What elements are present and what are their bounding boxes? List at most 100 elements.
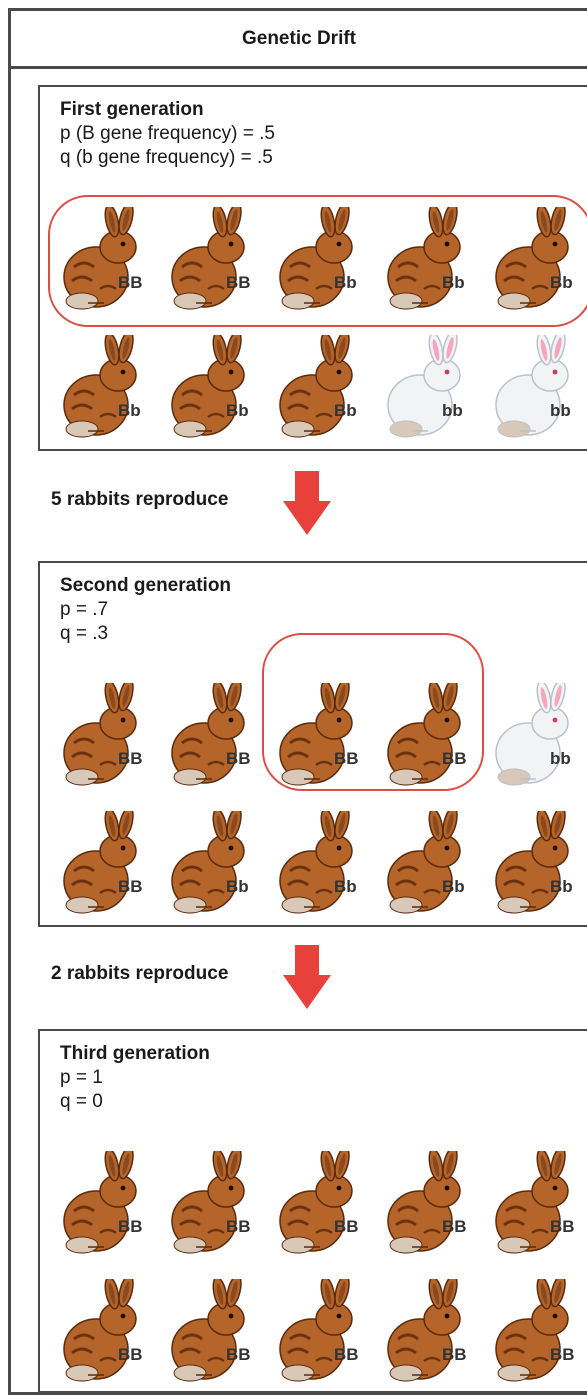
rabbit-icon [495,1151,569,1254]
genotype-label: Bb [442,877,465,896]
brown-rabbit: BB [384,1279,484,1389]
second-generation-panel: Second generation p = .7 q = .3 BB BB [38,561,587,927]
genotype-label: BB [118,877,143,896]
rabbit-icon [279,207,353,310]
third-generation-panel: Third generation p = 1 q = 0 BB BB [38,1029,587,1393]
rabbit-icon [171,335,245,438]
brown-rabbit: BB [168,1279,268,1389]
step-label: 5 rabbits reproduce [51,489,229,510]
rabbit-icon [171,811,245,914]
rabbit-icon [63,207,137,310]
genotype-label: Bb [334,877,357,896]
reproducing-rabbits-outline [48,195,587,327]
genotype-label: BB [226,1345,251,1364]
panel-heading: First generation [60,99,204,120]
genotype-label: BB [118,273,143,292]
panel-heading: Second generation [60,575,232,596]
rabbit-icon [63,1279,137,1382]
brown-rabbit: BB [384,683,484,793]
genotype-label: Bb [118,401,141,420]
white-rabbit: bb [492,683,587,793]
genotype-label: BB [118,1345,143,1364]
genotype-label: BB [442,1217,467,1236]
genotype-label: Bb [334,273,357,292]
reproducing-rabbits-outline [262,633,484,791]
genotype-label: Bb [334,401,357,420]
brown-rabbit: Bb [384,207,484,317]
brown-rabbit: BB [60,1279,160,1389]
brown-rabbit: BB [168,683,268,793]
q-frequency-line: q = .3 [60,623,109,644]
brown-rabbit: Bb [276,335,376,445]
panel-heading: Third generation [60,1043,210,1064]
rabbit-icon [387,683,461,786]
first-generation-panel: First generation p (B gene frequency) = … [38,85,587,451]
genotype-label: BB [118,1217,143,1236]
genotype-label: BB [442,749,467,768]
genotype-label: Bb [550,273,573,292]
genotype-label: bb [442,401,463,420]
rabbit-icon [387,811,461,914]
brown-rabbit: BB [276,683,376,793]
rabbit-icon [387,335,461,438]
rabbit-icon [63,1151,137,1254]
brown-rabbit: BB [276,1151,376,1261]
white-rabbit: bb [384,335,484,445]
rabbit-icon [171,1279,245,1382]
genotype-label: Bb [226,401,249,420]
brown-rabbit: Bb [276,207,376,317]
down-arrow-icon [283,945,331,1009]
p-frequency-line: p = .7 [60,599,109,620]
rabbit-icon [279,335,353,438]
q-frequency-line: q = 0 [60,1091,103,1112]
rabbit-icon [495,811,569,914]
brown-rabbit: BB [492,1279,587,1389]
brown-rabbit: BB [168,1151,268,1261]
genotype-label: Bb [442,273,465,292]
rabbit-icon [279,1151,353,1254]
brown-rabbit: Bb [168,811,268,921]
genotype-label: BB [442,1345,467,1364]
genotype-label: bb [550,401,571,420]
rabbit-icon [171,683,245,786]
brown-rabbit: BB [492,1151,587,1261]
brown-rabbit: Bb [384,811,484,921]
rabbit-icon [387,1151,461,1254]
genotype-label: Bb [226,877,249,896]
genotype-label: BB [118,749,143,768]
brown-rabbit: BB [168,207,268,317]
rabbit-icon [495,207,569,310]
rabbit-icon [171,207,245,310]
down-arrow-icon [283,471,331,535]
rabbit-icon [63,683,137,786]
genotype-label: BB [550,1345,575,1364]
rabbit-icon [495,335,569,438]
brown-rabbit: BB [276,1279,376,1389]
genotype-label: BB [334,749,359,768]
genotype-label: BB [550,1217,575,1236]
rabbit-icon [171,1151,245,1254]
genotype-label: bb [550,749,571,768]
rabbit-icon [63,811,137,914]
step-label: 2 rabbits reproduce [51,963,229,984]
brown-rabbit: BB [60,683,160,793]
brown-rabbit: Bb [60,335,160,445]
rabbit-icon [63,335,137,438]
q-frequency-line: q (b gene frequency) = .5 [60,147,273,168]
rabbit-icon [279,811,353,914]
genotype-label: BB [226,1217,251,1236]
genotype-label: BB [334,1345,359,1364]
genotype-label: BB [226,749,251,768]
rabbit-icon [387,207,461,310]
p-frequency-line: p (B gene frequency) = .5 [60,123,275,144]
brown-rabbit: BB [60,1151,160,1261]
brown-rabbit: Bb [276,811,376,921]
genotype-label: Bb [550,877,573,896]
diagram-title: Genetic Drift [11,11,587,69]
brown-rabbit: Bb [492,811,587,921]
brown-rabbit: Bb [168,335,268,445]
genotype-label: BB [226,273,251,292]
brown-rabbit: BB [384,1151,484,1261]
brown-rabbit: Bb [492,207,587,317]
brown-rabbit: BB [60,207,160,317]
